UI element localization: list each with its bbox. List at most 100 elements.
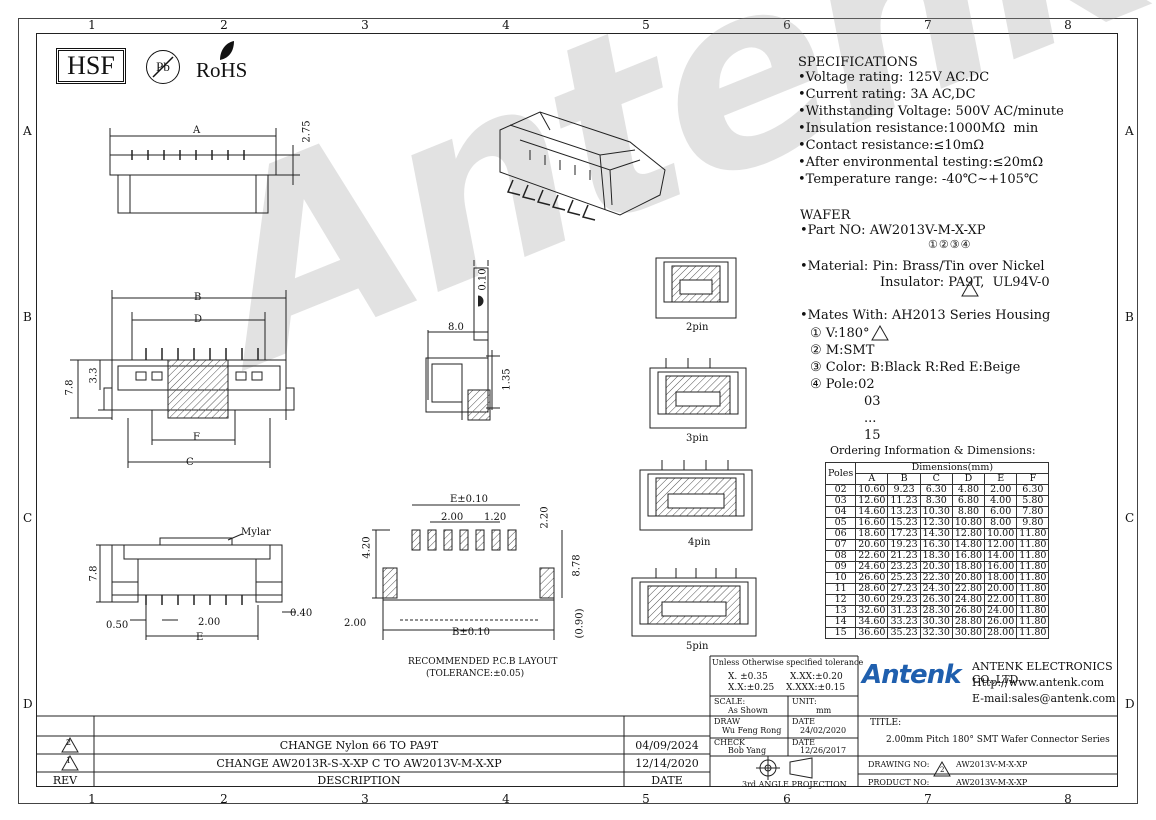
table-cell: 14.60 <box>855 506 889 518</box>
table-cell: 24.30 <box>919 583 953 595</box>
table-cell: 12.00 <box>984 539 1018 551</box>
table-cell: 12.80 <box>951 528 986 540</box>
table-cell: 29.23 <box>887 594 921 606</box>
table-cell: 10 <box>824 572 857 584</box>
revision-description: CHANGE Nylon 66 TO PA9T <box>279 739 439 752</box>
table-cell: 27.23 <box>887 583 921 595</box>
table-cell: 11.80 <box>1016 539 1050 551</box>
table-cell: 12.30 <box>919 517 953 529</box>
table-cell: 28.80 <box>951 616 986 628</box>
material-insulator: Insulator: PA9T, UL94V-0 <box>880 275 1050 290</box>
dim-label-80: 8.0 <box>448 322 464 333</box>
pcb-dim-200: 2.00 <box>441 512 464 523</box>
table-cell: 32.30 <box>919 627 953 639</box>
table-cell: 4.00 <box>984 495 1018 507</box>
sheet-outer-border <box>18 18 1138 804</box>
bottom-view <box>96 533 296 640</box>
table-cell: 21.23 <box>887 550 921 562</box>
table-cell: 22.00 <box>984 594 1018 606</box>
table-cell: 10.00 <box>984 528 1018 540</box>
table-cell: 8.30 <box>919 495 953 507</box>
dim-label-78b: 7.8 <box>88 565 100 582</box>
table-cell: 28.00 <box>984 627 1018 639</box>
table-cell: 15 <box>824 627 857 639</box>
zone-col-label: 6 <box>783 792 791 806</box>
table-cell: 24.80 <box>951 594 986 606</box>
spec-item: •Voltage rating: 125V AC.DC <box>798 70 990 85</box>
company-email[interactable]: E-mail:sales@antenk.com <box>972 692 1116 705</box>
dim-label-c: C <box>186 457 194 468</box>
rev-header: REV <box>52 774 78 787</box>
zone-row-label: C <box>23 511 33 525</box>
table-cell: 10.30 <box>919 506 953 518</box>
table-cell: 16.60 <box>855 517 889 529</box>
table-cell: 33.23 <box>887 616 921 628</box>
part-number-marks: ①②③④ <box>928 238 972 251</box>
dim-column-header: F <box>1016 473 1050 485</box>
tolerance-x: X. ±0.35 <box>728 672 768 682</box>
drawing-no-value: AW2013V-M-X-XP <box>956 760 1028 769</box>
spec-item: •Contact resistance:≤10mΩ <box>798 138 985 153</box>
poles-header: Poles <box>824 462 857 485</box>
table-cell: 5.80 <box>1016 495 1050 507</box>
pole-item: ... <box>864 411 877 426</box>
zone-col-label: 8 <box>1064 18 1072 32</box>
option-item: ① V:180° <box>810 326 870 341</box>
dim-label-200: 2.00 <box>198 617 221 628</box>
table-cell: 26.80 <box>951 605 986 617</box>
table-cell: 16.80 <box>951 550 986 562</box>
pin-variant-2 <box>655 257 737 319</box>
table-cell: 6.30 <box>919 484 953 496</box>
table-cell: 24.60 <box>855 561 889 573</box>
pin-variant-3 <box>649 358 747 429</box>
table-cell: 11.23 <box>887 495 921 507</box>
pb-free-logo: Pb <box>146 50 180 84</box>
table-cell: 30.30 <box>919 616 953 628</box>
dim-label-a: A <box>193 125 201 136</box>
top-view <box>109 128 300 214</box>
zone-row-label: B <box>23 310 32 324</box>
antenk-brand-logo: Antenk <box>862 660 961 690</box>
table-cell: 18.80 <box>951 561 986 573</box>
draw-date: 24/02/2020 <box>800 726 847 735</box>
dim-label-d: D <box>194 314 203 325</box>
company-url[interactable]: Http://www.antenk.com <box>972 676 1105 689</box>
table-cell: 16.00 <box>984 561 1018 573</box>
draw-date-label: DATE <box>792 717 815 726</box>
table-cell: 11 <box>824 583 857 595</box>
projection-label: 3rd ANGLE PROJECTION <box>742 780 847 789</box>
zone-row-label: D <box>23 697 33 711</box>
mates-with: •Mates With: AH2013 Series Housing <box>800 308 1051 323</box>
pcb-dim-200b: 2.00 <box>344 618 367 629</box>
dim-label-f: F <box>193 432 200 443</box>
zone-col-label: 5 <box>642 792 650 806</box>
table-cell: 6.00 <box>984 506 1018 518</box>
check-date: 12/26/2017 <box>800 746 847 755</box>
table-cell: 11.80 <box>1016 528 1050 540</box>
company-name: ANTENK ELECTRONICS CO.,LTD <box>972 660 1113 686</box>
revision-date: 12/14/2020 <box>635 757 699 770</box>
rev-number-2: 2 <box>60 738 71 747</box>
drawing-title: 2.00mm Pitch 180° SMT Wafer Connector Se… <box>886 735 1110 745</box>
pin-label-4: 4pin <box>688 537 711 548</box>
pin-label-5: 5pin <box>686 641 709 652</box>
zone-col-label: 7 <box>924 792 932 806</box>
table-cell: 09 <box>824 561 857 573</box>
dim-column-header: D <box>951 473 986 485</box>
table-cell: 20.00 <box>984 583 1018 595</box>
table-cell: 22.60 <box>855 550 889 562</box>
pin-label-3: 3pin <box>686 433 709 444</box>
zone-row-label: A <box>23 124 32 138</box>
drawing-frame <box>36 33 1118 787</box>
pcb-dim-878: 8.78 <box>571 554 583 577</box>
unit-value: mm <box>816 706 832 715</box>
dim-label-33: 3.3 <box>88 367 100 384</box>
table-cell: 22.30 <box>919 572 953 584</box>
table-cell: 20.80 <box>951 572 986 584</box>
